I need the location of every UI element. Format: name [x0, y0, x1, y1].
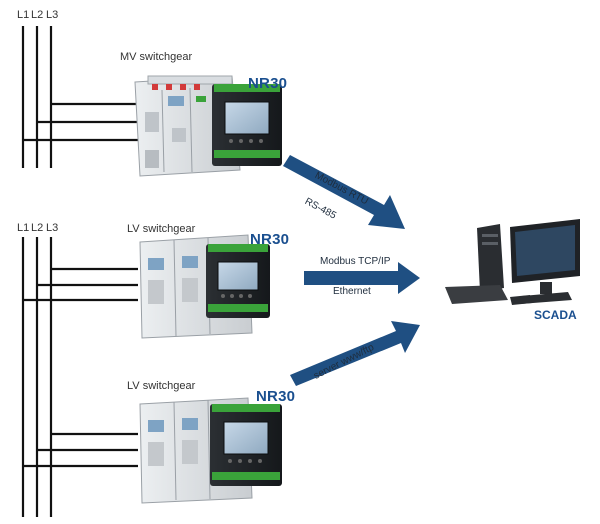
switchgear-label-mv: MV switchgear — [120, 51, 193, 63]
nr30-meter-2 — [206, 244, 270, 318]
device-label-2: NR30 — [250, 231, 290, 248]
bus-label-l1: L1 — [17, 222, 30, 234]
device-label-1: NR30 — [248, 75, 288, 92]
bus-label-l3: L3 — [46, 9, 59, 21]
bus-label-l3: L3 — [46, 222, 59, 234]
arrow-modbus-rtu — [283, 155, 405, 229]
arrow-modbus-tcp — [304, 262, 420, 294]
bus-label-l2: L2 — [31, 222, 44, 234]
switchgear-label-lv-1: LV switchgear — [127, 223, 196, 235]
bus-label-l2: L2 — [31, 9, 44, 21]
switchgear-label-lv-2: LV switchgear — [127, 380, 196, 392]
scada-computer — [445, 219, 580, 305]
nr30-meter-3 — [210, 404, 282, 486]
scada-label: SCADA — [534, 308, 577, 322]
link-label-ethernet: Ethernet — [333, 286, 371, 297]
link-label-modbus-tcp: Modbus TCP/IP — [320, 256, 391, 267]
busbar-group-2 — [21, 237, 138, 517]
device-label-3: NR30 — [256, 388, 296, 405]
nr30-meter-1 — [212, 84, 282, 166]
bus-label-l1: L1 — [17, 9, 30, 21]
arrow-server — [290, 321, 420, 386]
busbar-group-1 — [21, 26, 138, 168]
